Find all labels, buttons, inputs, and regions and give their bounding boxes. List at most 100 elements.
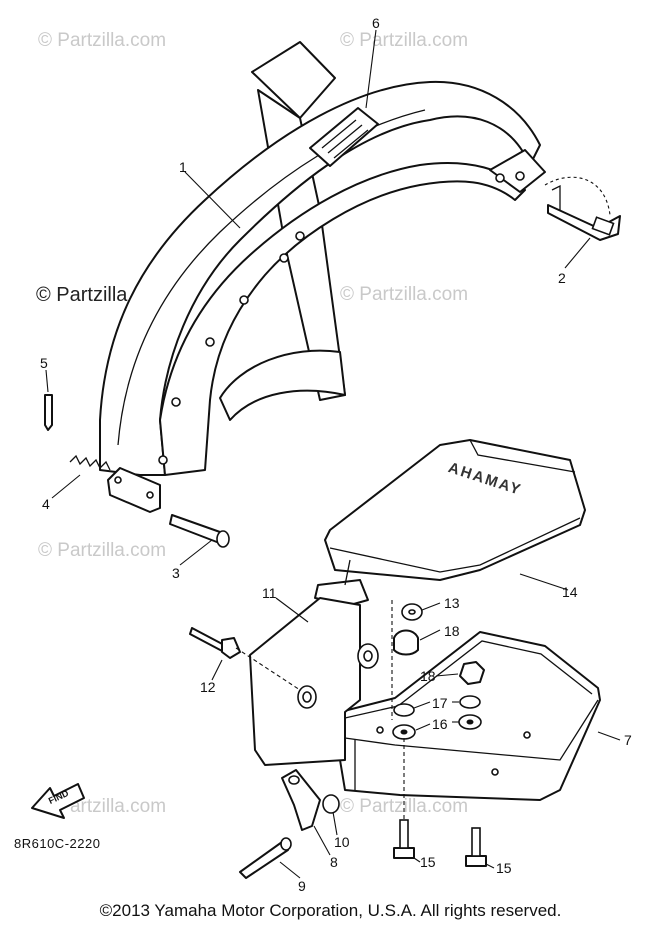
caution-label [309, 107, 379, 167]
diagram-code: 8R610C-2220 [14, 836, 101, 851]
case-bracket [251, 41, 336, 119]
cover-top-edge [469, 439, 576, 473]
label-line [321, 119, 357, 149]
watermark: © Partzilla.com [340, 30, 469, 51]
leader-16 [415, 723, 431, 731]
callout-18: 18 [420, 668, 436, 684]
case-lower-cutout [219, 349, 346, 421]
leader-10 [332, 811, 338, 836]
leader-4 [51, 474, 81, 499]
callout-15: 15 [420, 854, 436, 870]
find-arrow-icon [31, 783, 85, 819]
callout-18: 18 [444, 623, 460, 639]
pin-part [169, 514, 230, 548]
callout-17: 17 [432, 695, 448, 711]
bolt-15-shank [399, 819, 409, 849]
leader-1 [184, 171, 241, 229]
case-hole [239, 295, 249, 305]
screw-12-head [221, 637, 241, 659]
tray-hole [491, 768, 499, 776]
nut-18 [459, 661, 485, 685]
pin-head [216, 530, 230, 548]
plate-grommet-inner [302, 691, 312, 703]
callout-16: 16 [432, 716, 448, 732]
leader-14 [519, 573, 569, 591]
cover-part [314, 439, 586, 606]
spring-coil [69, 454, 111, 471]
clip-end [551, 184, 561, 210]
leader-18 [435, 673, 459, 677]
case-hole [205, 337, 215, 347]
screw-12 [189, 627, 227, 653]
spring-part [69, 454, 111, 471]
tray-side [344, 699, 599, 761]
pin-shaft [169, 514, 223, 545]
callout-8: 8 [330, 854, 338, 870]
copyright-footer: ©2013 Yamaha Motor Corporation, U.S.A. A… [99, 901, 562, 920]
washer-17 [459, 695, 481, 709]
bolt-15-shank [471, 827, 481, 857]
watermark: © Partzilla.com [340, 284, 469, 305]
callout-1: 1 [179, 159, 187, 175]
leader-2 [564, 237, 591, 269]
plate-part [249, 597, 361, 766]
leader-7 [597, 731, 621, 741]
callout-6: 6 [372, 15, 380, 31]
leader-3 [179, 539, 213, 566]
case-rear-tab [489, 149, 546, 193]
callout-2: 2 [558, 270, 566, 286]
find-arrow-shape [31, 783, 85, 819]
case-hole [495, 173, 505, 183]
cotter-pin [44, 394, 53, 431]
bolt-15-head [393, 847, 415, 859]
grommet-inner [363, 650, 373, 662]
grommet-hole [466, 719, 474, 725]
leader-12 [211, 659, 223, 681]
cover-tab-neck [344, 559, 351, 586]
leader-6 [365, 29, 377, 109]
leader-13 [421, 602, 441, 611]
clip-loop [591, 216, 615, 236]
callout-15: 15 [496, 860, 512, 876]
bolt-15-head [465, 855, 487, 867]
leader-11 [275, 597, 309, 623]
callout-10: 10 [334, 834, 350, 850]
callout-12: 12 [200, 679, 216, 695]
label-line [333, 129, 369, 159]
hinge-hole [146, 491, 154, 499]
hinge-hole [114, 476, 122, 484]
leader-5 [45, 369, 49, 393]
callout-5: 5 [40, 355, 48, 371]
leader-15 [485, 863, 495, 869]
hardware [189, 603, 487, 879]
watermark: © Partzilla.com [38, 540, 167, 561]
cover-body [324, 439, 586, 581]
tray-hole [376, 726, 384, 734]
washer-hole [408, 609, 416, 615]
screw-9 [239, 841, 289, 879]
acorn-nut-18 [393, 629, 419, 656]
plate-body [249, 597, 361, 766]
clip-part [544, 176, 621, 241]
washer-10 [322, 794, 340, 814]
callout-3: 3 [172, 565, 180, 581]
callout-7: 7 [624, 732, 632, 748]
watermark: © Partzilla.com [340, 796, 469, 817]
case-hole [515, 171, 525, 181]
leader-17 [413, 701, 431, 709]
chain-case-part [99, 41, 546, 513]
label-line [327, 124, 363, 154]
tray-hole [523, 731, 531, 739]
cover-lip [329, 517, 581, 573]
case-hole [171, 397, 181, 407]
callout-13: 13 [444, 595, 460, 611]
case-hole [158, 455, 168, 465]
callout-9: 9 [298, 878, 306, 894]
bracket-hole [288, 775, 300, 785]
case-hole [279, 253, 289, 263]
case-outer-arch [99, 80, 541, 476]
grommet-hole [400, 729, 408, 735]
leader-9 [279, 861, 301, 879]
